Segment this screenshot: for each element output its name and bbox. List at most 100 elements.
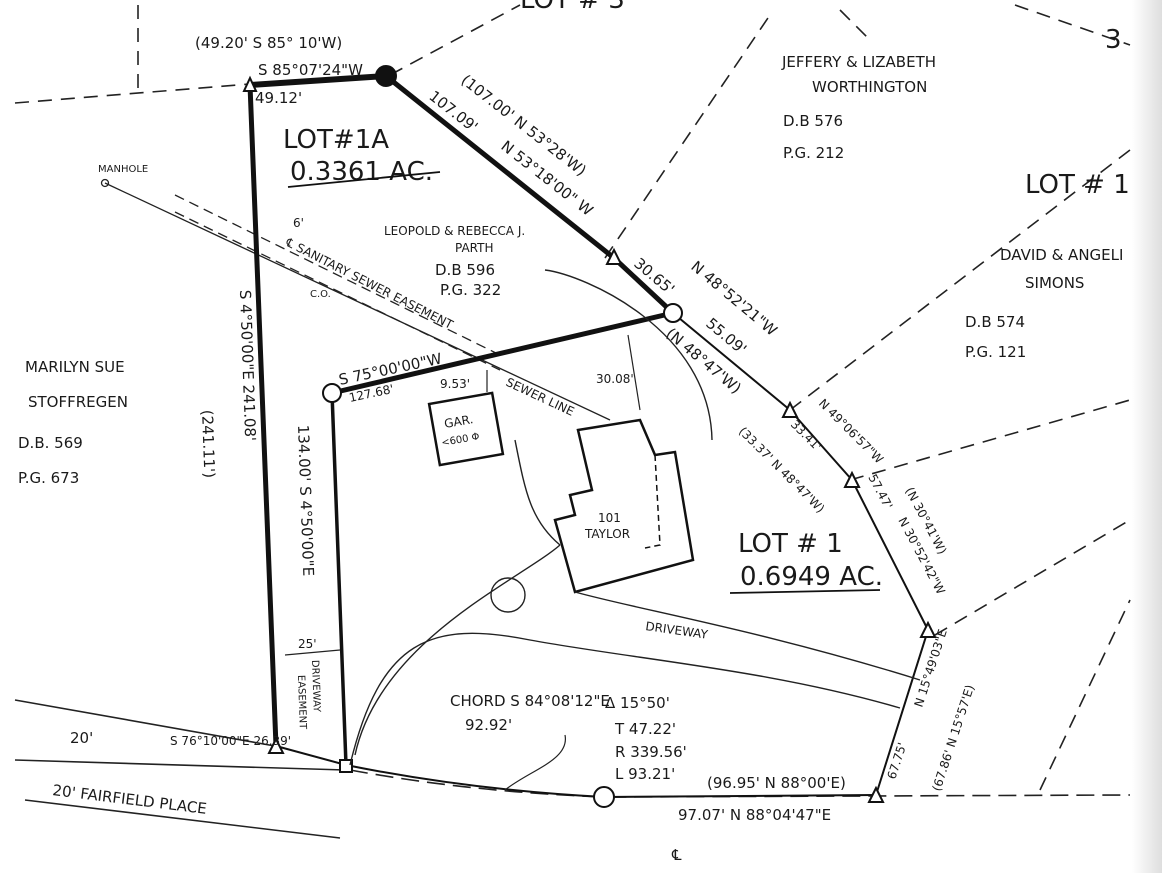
worthington-name2: WORTHINGTON xyxy=(812,78,927,96)
corner-triangle-e3 xyxy=(919,620,937,638)
curve-radius: R 339.56' xyxy=(615,743,687,761)
lot1a-west-line xyxy=(247,82,279,749)
simons-pg: P.G. 121 xyxy=(965,343,1026,361)
sewer-easement xyxy=(100,178,611,421)
lot1a-northeast-line xyxy=(383,73,676,316)
dashed-line-top-mid xyxy=(389,4,521,76)
stoffregen-db: D.B. 569 xyxy=(18,434,83,452)
south-deed-call: (96.95' N 88°00'E) xyxy=(707,774,846,792)
dashed-line-worthington-west xyxy=(604,14,771,259)
parth-pg: P.G. 322 xyxy=(440,281,501,299)
partial-top-right-label: 3 xyxy=(1105,25,1122,55)
tree-circle xyxy=(490,577,526,613)
house-outline xyxy=(553,418,695,594)
corner-markers xyxy=(242,65,937,808)
curve-delta: Δ 15°50' xyxy=(605,694,670,712)
lot1-area: 0.6949 AC. xyxy=(740,562,883,592)
easement-width: 6' xyxy=(293,216,304,230)
house-street: TAYLOR xyxy=(584,527,630,541)
corner-pin-inner xyxy=(322,383,342,403)
west-deed-call: (241.11') xyxy=(198,410,218,479)
simons-name1: DAVID & ANGELI xyxy=(1000,246,1123,264)
worthington-pg: P.G. 212 xyxy=(783,144,844,162)
lot1-frontage-curve xyxy=(345,764,877,798)
stoffregen-name2: STOFFREGEN xyxy=(28,393,128,411)
sewer-easement-north-edge xyxy=(174,194,501,356)
manhole-label: MANHOLE xyxy=(98,164,148,175)
west-bearing: S 4°50'00"E 241.08' xyxy=(236,290,259,442)
south-bearing: 97.07' N 88°04'47"E xyxy=(678,806,831,824)
sewer-lateral xyxy=(544,269,713,441)
garage-drive xyxy=(514,439,561,546)
sewer-line-label: SEWER LINE xyxy=(504,375,577,419)
road-south-edge xyxy=(24,799,341,839)
garage-outline xyxy=(427,391,505,467)
dashed-line-left-top xyxy=(14,83,251,104)
sewer-easement-label: ℄ SANITARY SEWER EASEMENT xyxy=(283,235,456,332)
corner-triangle-nw xyxy=(242,75,258,92)
simons-db: D.B 574 xyxy=(965,313,1025,331)
lot1-inner-west-line xyxy=(330,391,348,767)
lot-top-label: LOT # 3 xyxy=(520,0,625,15)
corner-pin-mid xyxy=(663,303,683,323)
driveway-path xyxy=(354,544,561,756)
lot-right-label: LOT # 1 xyxy=(1025,170,1130,200)
simons-name2: SIMONS xyxy=(1025,274,1084,292)
lot-division-line xyxy=(329,310,676,396)
lot1-frontage-west xyxy=(275,745,347,766)
dashed-line-right-low xyxy=(934,519,1131,636)
parth-db: D.B 596 xyxy=(435,261,495,279)
sw-bearing: S 76°10'00"E 26.39' xyxy=(170,734,291,748)
corner-monument-sw xyxy=(339,759,353,773)
cleanout-label: C.O. xyxy=(310,289,331,300)
corner-triangle-se xyxy=(867,785,885,803)
worthington-db: D.B 576 xyxy=(783,112,843,130)
garage-sublabel: <600 Φ xyxy=(441,431,481,449)
se-bearing: N 15°49'03"E xyxy=(912,628,950,709)
dashed-line-right-mid xyxy=(849,399,1131,481)
top-deed-call: (49.20' S 85° 10'W) xyxy=(195,34,342,52)
corner-triangle-e1 xyxy=(781,400,799,418)
curve-chord-distance: 92.92' xyxy=(465,716,512,734)
road-north-edge-west xyxy=(14,699,276,747)
mid-bearing: N 48°52'21"W xyxy=(687,257,780,339)
lot1-underline xyxy=(729,589,881,594)
top-distance: 49.12' xyxy=(255,89,302,107)
driveway-outer xyxy=(349,632,901,766)
curve-chord: CHORD S 84°08'12"E xyxy=(450,692,610,710)
inner-west-bearing: 134.00' S 4°50'00"E xyxy=(294,425,317,577)
top-bearing: S 85°07'24"W xyxy=(258,61,363,79)
corner-triangle-e2 xyxy=(843,470,861,488)
east1-bearing: N 49°06'57"W xyxy=(816,396,886,466)
sewer-line xyxy=(104,182,611,421)
east1-distance: 33.41' xyxy=(788,417,825,454)
curve-length: L 93.21' xyxy=(615,765,675,783)
lot1a-area: 0.3361 AC. xyxy=(290,157,433,187)
lot1a-underline xyxy=(287,171,441,188)
driveway-easement-label2: EASEMENT xyxy=(295,675,308,731)
setback-arrow-3008 xyxy=(627,334,641,411)
se-deed-call: (67.86' N 15°57'E) xyxy=(930,683,978,793)
dashed-line-simons xyxy=(789,149,1131,411)
curve-tangent: T 47.22' xyxy=(614,720,676,738)
corner-triangle-ne1 xyxy=(605,247,623,265)
parth-name2: PARTH xyxy=(455,241,494,255)
adjoining-lot-lines xyxy=(14,4,1131,791)
lot1a-north-line xyxy=(247,73,389,88)
driveway-label: DRIVEWAY xyxy=(645,619,710,642)
setback-953: 9.53' xyxy=(440,377,470,391)
chord-leader xyxy=(504,734,566,791)
corner-triangle-sw xyxy=(267,736,285,754)
lot1a-name: LOT#1A xyxy=(283,125,389,155)
driveway-lines xyxy=(284,269,921,791)
worthington-name1: JEFFERY & LIZABETH xyxy=(781,53,936,71)
easement-25-arrow xyxy=(284,649,341,656)
driveway-easement-label1: DRIVEWAY xyxy=(309,660,322,714)
driveway-inner xyxy=(574,591,921,681)
scan-edge-shadow xyxy=(1132,0,1162,873)
sewer-easement-south-edge xyxy=(174,211,501,371)
dashed-line-top-right xyxy=(1014,4,1131,46)
garage-label: GAR. xyxy=(443,412,474,431)
lot1-name: LOT # 1 xyxy=(738,529,843,559)
